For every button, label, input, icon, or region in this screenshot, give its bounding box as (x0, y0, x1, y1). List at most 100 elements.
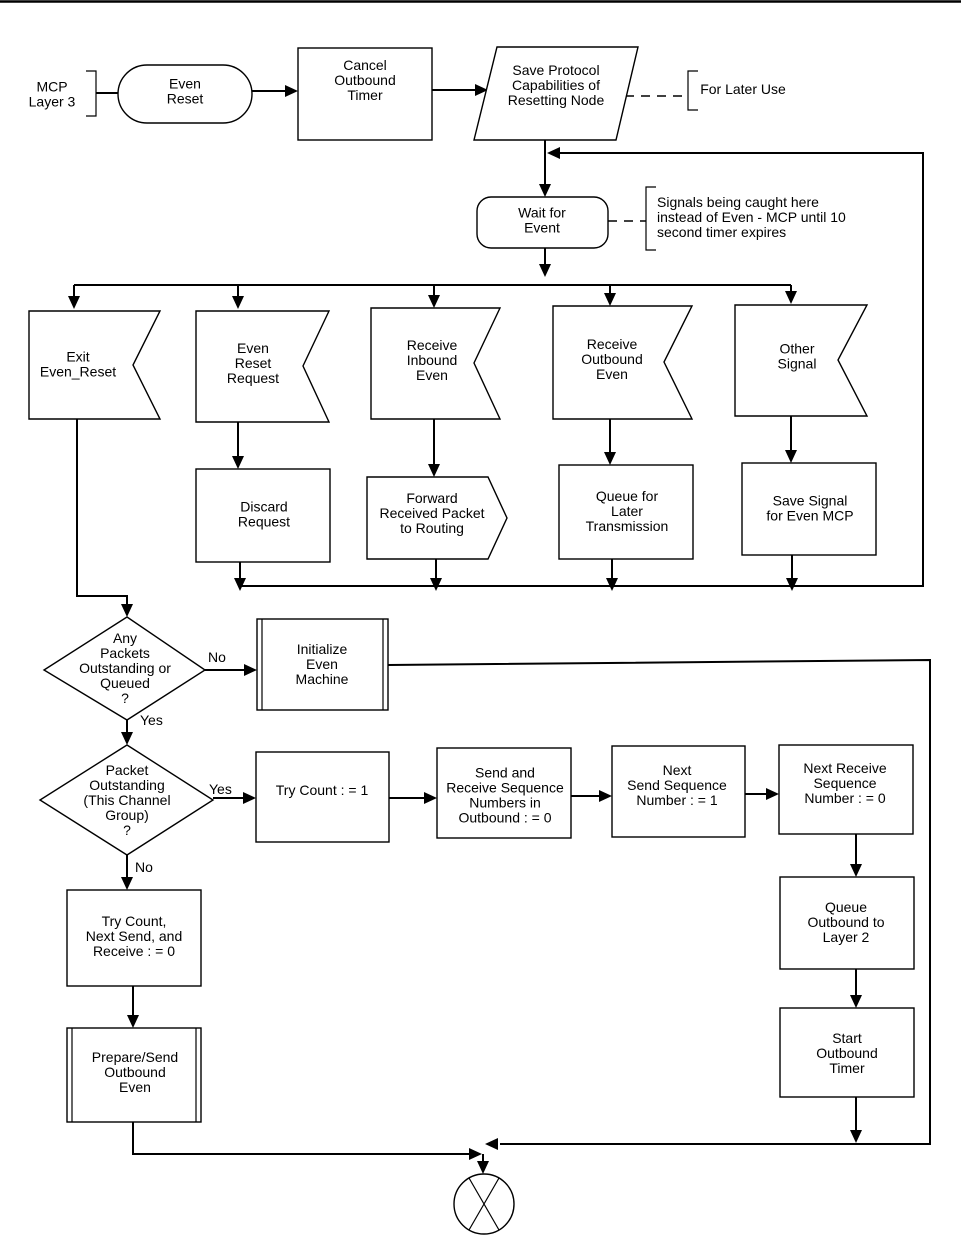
label-line: Resetting Node (508, 92, 605, 108)
yes-label-decision1: Yes (140, 712, 163, 728)
try-next-box (66, 889, 202, 987)
label-line: Outbound (104, 1064, 166, 1080)
send-recv-seq-box (436, 747, 572, 839)
label-line: Receive (587, 336, 638, 352)
edge-labels: No Yes Yes No (135, 649, 232, 875)
label-line: Receive : = 0 (93, 943, 175, 959)
label-line: For Later Use (700, 81, 786, 97)
label-line: Timer (829, 1060, 865, 1076)
arrowhead (234, 578, 246, 591)
label-line: Even (237, 340, 269, 356)
label-line: Layer 2 (823, 929, 870, 945)
label-line: Next Receive (803, 760, 886, 776)
arrowhead (477, 1161, 489, 1174)
label-line: Packet (106, 762, 149, 778)
arrowhead (424, 792, 437, 804)
label-line: Start (832, 1030, 862, 1046)
label-line: Outstanding (89, 777, 165, 793)
label-line: Reset (167, 91, 204, 107)
label-line: Outbound (581, 351, 643, 367)
label-line: Queued (100, 675, 150, 691)
mcp-layer3-bracket (86, 70, 97, 117)
label-line: Receive (407, 337, 458, 353)
later-use-bracket (687, 70, 698, 111)
label-line: Send Sequence (627, 777, 727, 793)
label-line: Save Signal (773, 493, 848, 509)
label-line: Next Send, and (86, 928, 183, 944)
label-line: Request (227, 370, 279, 386)
label-line: Discard (240, 499, 287, 515)
arrowhead (121, 732, 133, 745)
label-line: Even (169, 76, 201, 92)
other-signal (734, 304, 869, 417)
link-exit-decision (76, 419, 128, 606)
no-label-decision1: No (208, 649, 226, 665)
wait-event-state (476, 196, 609, 249)
even-reset-state (117, 64, 253, 124)
connectors (68, 84, 931, 1174)
label-line: Layer 3 (29, 94, 76, 110)
label-line: Wait for (518, 205, 566, 221)
label-line: Even_Reset (40, 364, 116, 380)
queue-later-box (558, 464, 694, 560)
label-line: Prepare/Send (92, 1049, 178, 1065)
label-line: Machine (296, 671, 349, 687)
label-line: Cancel (343, 57, 387, 73)
label-line: Sequence (813, 775, 876, 791)
shapes (28, 46, 915, 1235)
label-line: Other (779, 341, 814, 357)
packet-outstanding-decision (38, 744, 215, 856)
label-line: Next (663, 762, 692, 778)
arrowhead (285, 85, 298, 97)
end-terminator-cross-b (468, 1177, 500, 1231)
label-line: Request (238, 514, 290, 530)
later-use-label: For Later Use (700, 81, 786, 97)
next-recv-box (778, 744, 914, 835)
arrowhead (430, 578, 442, 591)
arrowhead (599, 790, 612, 802)
exit-reset-signal (28, 310, 162, 420)
label-line: Forward (406, 490, 457, 506)
label-line: Event (524, 220, 560, 236)
save-protocol-io (473, 46, 639, 141)
arrowhead (475, 84, 488, 96)
label-line: Signals being caught here (657, 194, 819, 210)
arrowhead (786, 578, 798, 591)
arrowhead (232, 456, 244, 469)
label-line: Transmission (586, 518, 669, 534)
recv-outbound-signal (552, 305, 694, 420)
reset-request-signal (195, 310, 331, 423)
label-line: ? (121, 690, 129, 706)
arrowhead (547, 147, 560, 159)
label-line: Capabilities of (512, 77, 600, 93)
label-line: Reset (235, 355, 272, 371)
arrowhead (121, 877, 133, 890)
label-line: Queue (825, 899, 867, 915)
label-line: Even (119, 1079, 151, 1095)
arrowhead (850, 1130, 862, 1143)
signals-note-bracket (645, 186, 656, 251)
arrowhead (785, 291, 797, 304)
loop-back (240, 152, 924, 587)
label-line: Receive Sequence (446, 780, 564, 796)
arrowhead (850, 864, 862, 877)
try-count-label: Try Count : = 1 (276, 782, 369, 798)
arrowhead (539, 264, 551, 277)
no-label-decision2: No (135, 859, 153, 875)
arrowhead (232, 296, 244, 309)
arrowhead (244, 664, 257, 676)
